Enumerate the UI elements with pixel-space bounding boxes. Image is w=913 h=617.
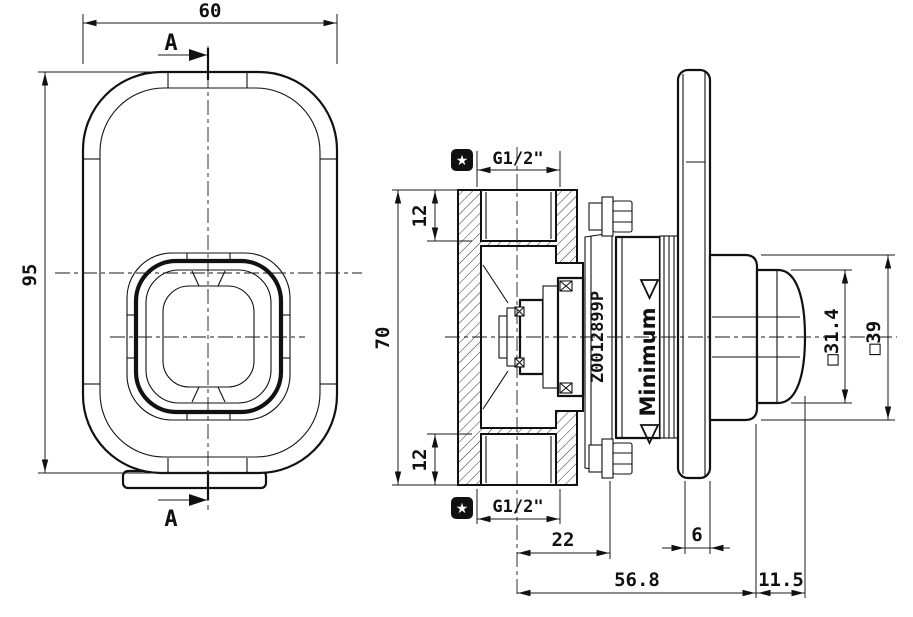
section-mark-top: A <box>158 31 210 80</box>
dim-thread-bottom: ★ G1/2" <box>451 489 561 524</box>
star-icon <box>451 497 473 519</box>
dim-flange-offset-value: 6 <box>691 524 702 546</box>
star-glyph: ★ <box>456 153 469 169</box>
triangle-down-icon <box>639 279 660 301</box>
dim-axis-to-plate-value: 22 <box>552 529 575 551</box>
knob-cap <box>755 268 807 405</box>
dim-thread-top-value: G1/2" <box>492 149 543 169</box>
minimum-plate: Minimum <box>614 235 662 446</box>
star-glyph: ★ <box>456 501 469 517</box>
section-label-top: A <box>164 31 177 56</box>
dim-knob-square-value: □39 <box>863 321 885 355</box>
control-knob <box>708 253 807 422</box>
port-thread-lines <box>482 192 552 483</box>
section-centerlines <box>445 147 897 598</box>
triangle-down-icon <box>639 424 660 446</box>
minimum-label: Minimum <box>636 308 660 417</box>
wall-flange <box>676 68 712 480</box>
faceplate-parting-ticks <box>84 73 336 472</box>
part-number-label: Z0012899P <box>588 291 608 383</box>
dim-width: 60 <box>82 0 338 64</box>
mounting-plate: Z0012899P <box>584 232 613 473</box>
section-mark-bottom: A <box>158 471 210 532</box>
dim-cap-square-value: □31.4 <box>821 308 843 365</box>
mounting-bolts <box>588 196 633 479</box>
dim-axis-to-plate: 22 <box>517 481 611 559</box>
dim-width-value: 60 <box>199 0 222 22</box>
dim-body-height-value: 70 <box>372 327 394 350</box>
dim-port-depth-bottom: 12 <box>392 433 472 486</box>
dim-body-height: 70 <box>372 190 402 485</box>
dim-height-value: 95 <box>19 264 41 287</box>
front-centerlines <box>55 46 362 510</box>
dim-thread-top: ★ G1/2" <box>451 149 561 187</box>
dim-total-depth-value: 56.8 <box>614 569 660 591</box>
dim-port-depth-top-value: 12 <box>409 205 431 228</box>
dim-knob-protrusion: 11.5 <box>756 396 806 598</box>
dim-total-depth: 56.8 <box>517 424 757 598</box>
dim-knob-protrusion-value: 11.5 <box>758 569 804 591</box>
dim-height: 95 <box>19 71 220 474</box>
front-view: A A 60 95 <box>19 0 362 532</box>
dim-port-depth-top: 12 <box>392 189 472 242</box>
cartridge-screws <box>514 280 573 394</box>
dim-knob-square: □39 <box>761 254 895 421</box>
control-button <box>126 252 291 421</box>
faceplate-inner-outline <box>99 87 321 458</box>
button-ticks <box>127 253 290 420</box>
star-icon <box>451 149 473 171</box>
dim-cap-square: □31.4 <box>791 269 852 404</box>
section-label-bottom: A <box>164 507 177 532</box>
dim-port-depth-bottom-value: 12 <box>409 449 431 472</box>
valve-body-section <box>457 189 584 486</box>
dim-flange-offset: 6 <box>662 481 730 554</box>
section-view: Z0012899P Minimum <box>372 68 897 598</box>
dim-thread-bottom-value: G1/2" <box>492 497 543 517</box>
